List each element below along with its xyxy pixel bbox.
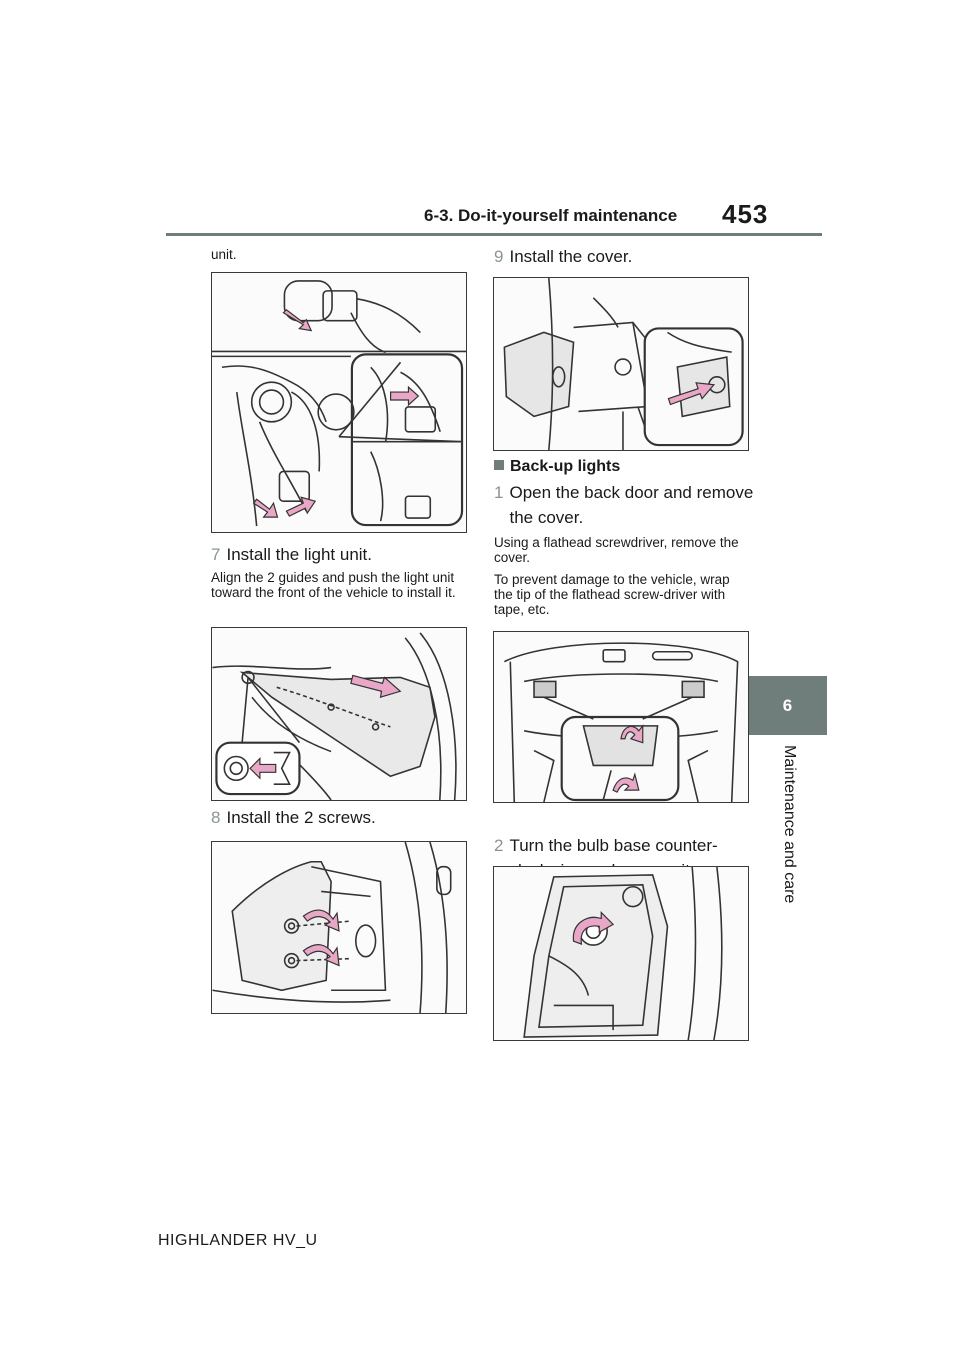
backup-step-1-label: Open the back door and remove the cover. <box>509 483 754 527</box>
backup-step-1-note-b: To prevent damage to the vehicle, wrap t… <box>494 572 730 617</box>
backup-step-1-note-a: Using a flathead screwdriver, remove the… <box>494 535 739 565</box>
backup-step-2-number: 2 <box>494 836 504 855</box>
square-bullet-icon <box>494 460 504 470</box>
step-7-note: Align the 2 guides and push the light un… <box>211 570 456 600</box>
step-9: 9 Install the cover. <box>494 244 632 269</box>
continued-text: unit. <box>211 247 237 262</box>
step-8-number: 8 <box>211 808 221 827</box>
figure-remove-bulb-base-drawing <box>523 867 723 1040</box>
backup-step-1: 1 Open the back door and remove the cove… <box>494 480 754 530</box>
figure-install-screws-drawing <box>212 842 452 1013</box>
chapter-tab: 6 <box>748 676 827 735</box>
figure-remove-bulb-base <box>493 866 749 1041</box>
figure-install-screws <box>211 841 467 1014</box>
backup-lights-heading-text: Back-up lights <box>510 458 621 475</box>
step-7: 7 Install the light unit. <box>211 542 372 567</box>
backup-step-1-number: 1 <box>494 483 504 502</box>
backup-lights-heading: Back-up lights <box>494 458 620 476</box>
step-8: 8 Install the 2 screws. <box>211 805 376 830</box>
figure-remove-cover-drawing <box>504 642 739 802</box>
chapter-label: Maintenance and care <box>779 745 799 915</box>
step-7-label: Install the light unit. <box>226 545 372 564</box>
figure-install-cover <box>493 277 749 451</box>
header-divider <box>166 233 822 236</box>
step-9-label: Install the cover. <box>509 247 633 266</box>
step-8-label: Install the 2 screws. <box>226 808 376 827</box>
figure-remove-cover <box>493 631 749 803</box>
figure-light-unit-install <box>211 627 467 801</box>
figure-light-unit-install-drawing <box>212 632 457 800</box>
figure-bulb-socket-drawing <box>212 280 466 527</box>
step-9-number: 9 <box>494 247 504 266</box>
section-title: 6-3. Do-it-yourself maintenance <box>424 206 678 225</box>
figure-bulb-socket <box>211 272 467 533</box>
figure-install-cover-drawing <box>503 278 744 450</box>
page-number: 453 <box>722 199 769 229</box>
step-7-number: 7 <box>211 545 221 564</box>
footer-model: HIGHLANDER HV_U <box>158 1232 318 1249</box>
chapter-label-text: Maintenance and care <box>781 745 798 904</box>
